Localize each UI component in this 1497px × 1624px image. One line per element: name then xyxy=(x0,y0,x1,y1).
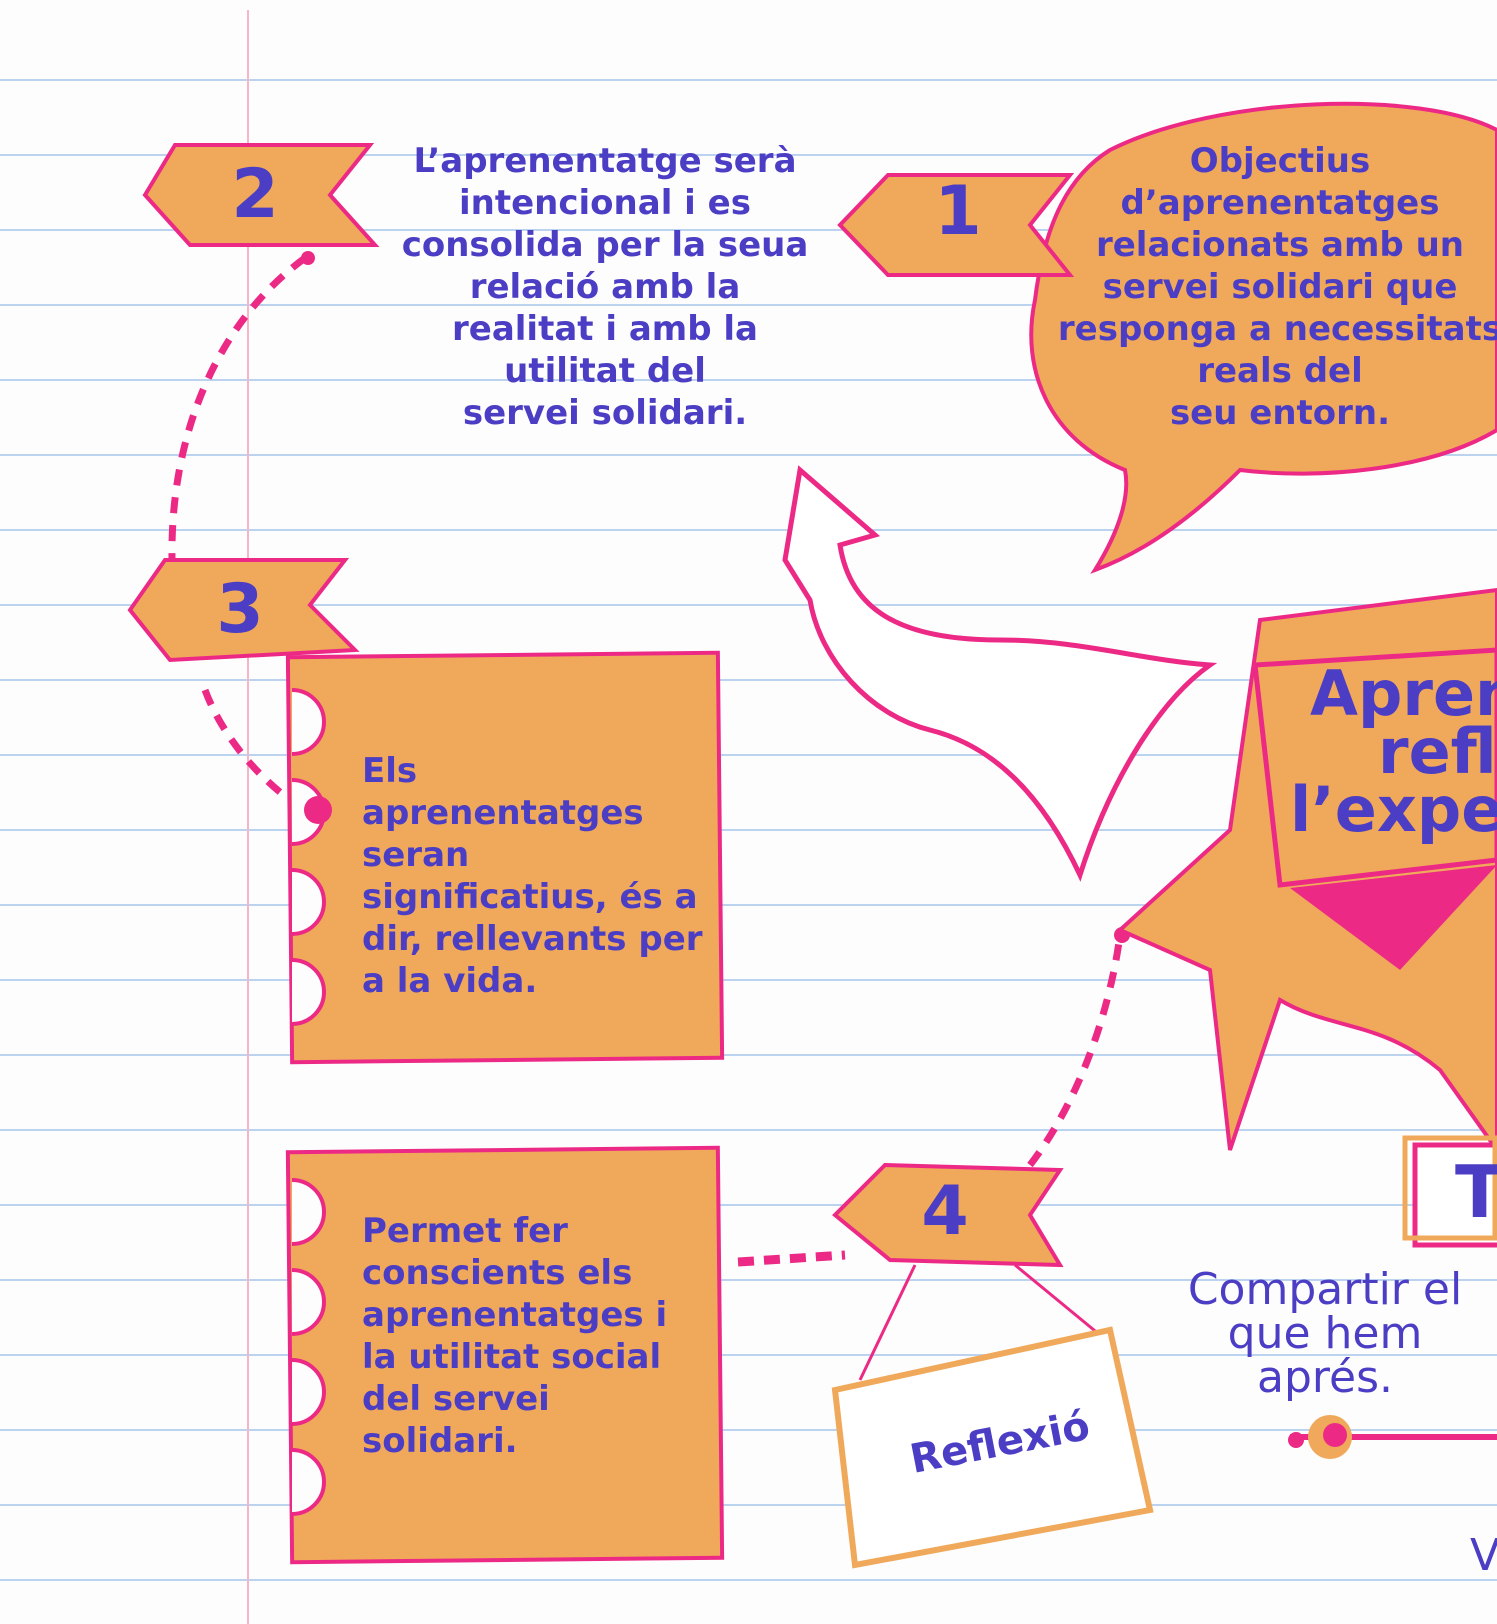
banner-3 xyxy=(127,558,360,663)
step-4-line: Permet fer xyxy=(362,1211,568,1251)
step-1-line: reals del xyxy=(1197,351,1363,391)
step-3-line: aprenentatges xyxy=(362,793,644,833)
step-3-line: Els xyxy=(362,751,418,791)
step-1-line: Objectius xyxy=(1189,141,1371,181)
right-box-letter: T xyxy=(1455,1150,1497,1234)
center-title-line: Apren xyxy=(1310,657,1497,730)
step-2-number: 2 xyxy=(231,155,279,234)
step-2-line: realitat i amb la xyxy=(452,309,758,349)
step-2-line: intencional i es xyxy=(459,183,751,223)
dashed-connector-4 xyxy=(1027,934,1124,1168)
step-1-line: seu entorn. xyxy=(1169,393,1391,433)
card-4-rings xyxy=(291,1178,326,1516)
step-1-line: d’aprenentatges xyxy=(1120,183,1440,223)
step-2-line: relació amb la xyxy=(469,267,741,307)
step-1-line: servei solidari que xyxy=(1102,267,1458,307)
dashed-connector-3-card xyxy=(201,688,293,803)
step-1-text: Objectius d’aprenentatges relacionats am… xyxy=(1040,140,1497,434)
bottom-right-letter: V xyxy=(1470,1530,1497,1581)
center-accent-triangle xyxy=(1290,865,1497,970)
step-2-line: L’aprenentatge serà xyxy=(413,141,797,181)
share-line: Compartir el xyxy=(1187,1264,1463,1315)
step-3-line: dir, rellevants per xyxy=(362,919,703,959)
step-3-line: a la vida. xyxy=(362,961,538,1001)
step-1-line: relacionats amb un xyxy=(1095,225,1465,265)
step-3-text: Els aprenentatges seran significatius, é… xyxy=(362,750,722,1002)
connector-dot xyxy=(301,251,315,265)
banner-1 xyxy=(837,173,1075,277)
banner-4 xyxy=(832,1162,1064,1268)
step-1-number: 1 xyxy=(934,172,982,251)
right-box-shadow xyxy=(1402,1135,1497,1241)
step-3-line: significatius, és a xyxy=(362,877,698,917)
arrow-shape xyxy=(782,465,1218,882)
banner-2 xyxy=(142,143,380,247)
sign-string xyxy=(1014,1263,1101,1337)
timeline-dot-inner xyxy=(1323,1423,1347,1447)
center-title-line: refle xyxy=(1378,715,1497,788)
dashed-connector-2-3 xyxy=(168,255,308,561)
step-4-line: conscients els xyxy=(362,1253,633,1293)
center-title: Apren refle l’exper xyxy=(1290,657,1497,841)
step-4-text: Permet fer conscients els aprenentatges … xyxy=(362,1210,722,1462)
card-3 xyxy=(285,650,725,1065)
dashed-connector-card-4 xyxy=(737,1250,846,1267)
step-3-line: seran xyxy=(362,835,470,875)
connector-dot xyxy=(304,796,332,824)
step-4-line: del servei xyxy=(362,1379,550,1419)
sign-string xyxy=(858,1264,917,1381)
step-4-line: aprenentatges i xyxy=(362,1295,668,1335)
step-2-line: servei solidari. xyxy=(462,393,748,433)
timeline-dot-small xyxy=(1288,1432,1304,1448)
step-4-number: 4 xyxy=(921,1172,969,1251)
step-4-line: la utilitat social xyxy=(362,1337,662,1377)
share-text: Compartir el que hem aprés. xyxy=(1160,1268,1490,1400)
reflexio-sign xyxy=(831,1326,1154,1569)
step-2-text: L’aprenentatge serà intencional i es con… xyxy=(380,140,830,434)
share-line: que hem xyxy=(1227,1308,1423,1359)
center-title-line: l’exper xyxy=(1290,773,1497,846)
card-4 xyxy=(285,1145,725,1565)
step-3-number: 3 xyxy=(216,570,264,649)
step-4-line: solidari. xyxy=(362,1421,518,1461)
right-box xyxy=(1412,1142,1497,1248)
speech-bubble-1 xyxy=(1029,101,1497,574)
share-line: aprés. xyxy=(1257,1352,1393,1403)
center-title-box xyxy=(1252,647,1497,888)
step-2-line: utilitat del xyxy=(504,351,706,391)
step-2-line: consolida per la seua xyxy=(401,225,809,265)
step-1-line: responga a necessitats xyxy=(1057,309,1497,349)
